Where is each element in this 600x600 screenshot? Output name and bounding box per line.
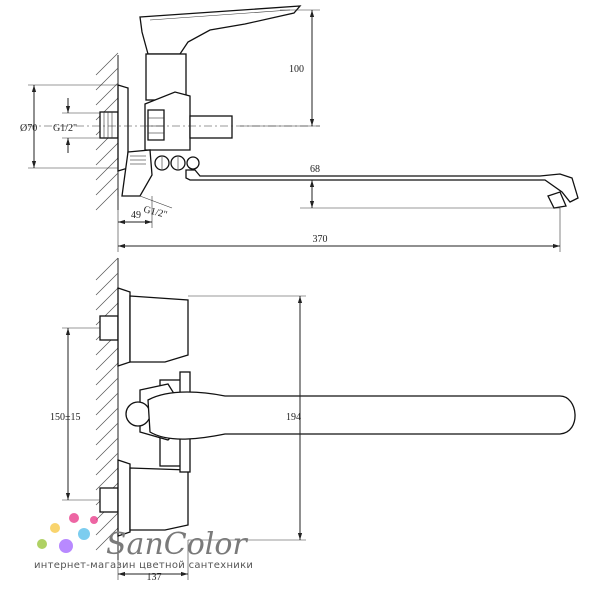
mixer-body-side — [121, 5, 579, 209]
wall-fitting-lower — [99, 459, 189, 537]
watermark: SanColor интернет-магазин цветной сантех… — [34, 513, 253, 571]
wall-hatching-bottom — [95, 257, 119, 560]
dim-spout-drop: 68 — [310, 164, 320, 175]
brand-logo: SanColor — [106, 527, 248, 562]
logo-dot — [69, 513, 79, 523]
logo-dot — [90, 516, 98, 524]
dim-front-height: 194 — [286, 412, 301, 423]
logo-dot — [37, 539, 47, 549]
dim-thread-top: G1/2" — [53, 123, 77, 134]
dim-height-top: 100 — [289, 64, 304, 75]
wall-fitting-top — [99, 84, 129, 172]
wall-fitting-upper — [99, 287, 189, 367]
dimension-lines-side — [28, 9, 561, 252]
logo-dot — [50, 523, 60, 533]
dim-spacing: 150±15 — [50, 412, 81, 423]
dimension-lines-front — [62, 295, 306, 580]
dim-depth: 49 — [131, 210, 141, 221]
dim-front-width: 137 — [147, 572, 162, 583]
side-view: 100 Ø70 G1/2" 68 G1/2" 49 370 — [20, 5, 579, 252]
dim-length: 370 — [313, 234, 328, 245]
logo-dot — [78, 528, 90, 540]
dim-thread-bottom: G1/2" — [142, 204, 168, 221]
dim-diameter: Ø70 — [20, 123, 37, 134]
front-view: 150±15 194 137 — [50, 257, 576, 583]
logo-dot — [59, 539, 73, 553]
mixer-body-front — [125, 371, 576, 473]
logo-dots — [37, 513, 98, 553]
brand-tagline: интернет-магазин цветной сантехники — [34, 560, 253, 571]
